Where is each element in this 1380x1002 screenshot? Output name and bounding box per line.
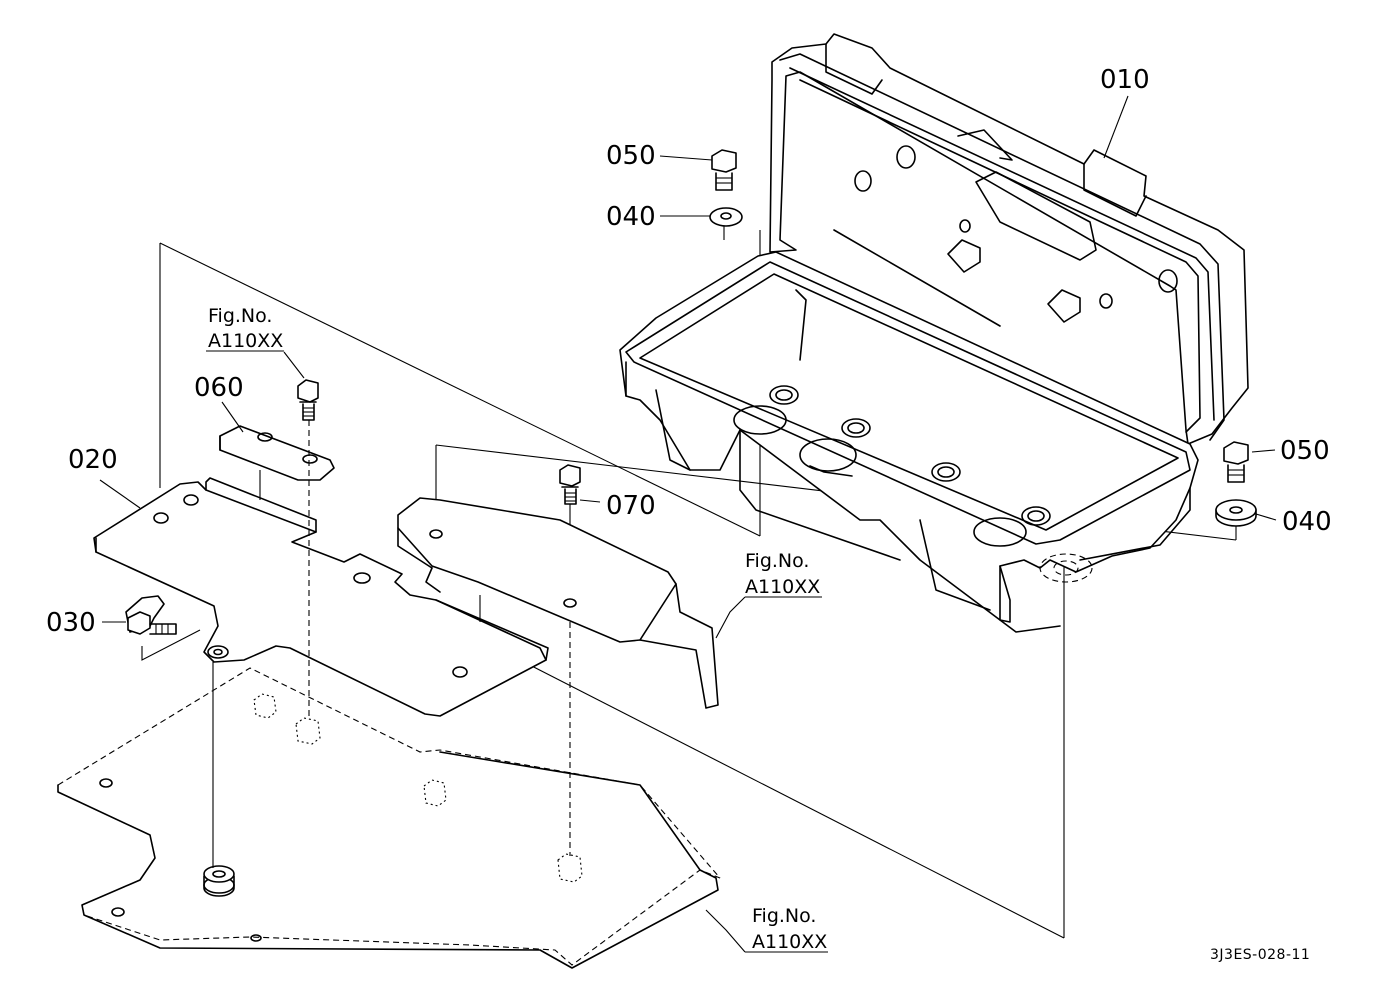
bracket-hole: [452, 666, 468, 678]
floor-hole: [250, 934, 262, 942]
plate-060: [219, 425, 335, 481]
bracket-020: [93, 470, 549, 717]
bracket-hole: [353, 572, 371, 584]
leader-lines: [99, 95, 1277, 953]
floor-plate: [57, 667, 721, 969]
bracket-hole: [207, 645, 229, 659]
bolt-050-right: [1223, 441, 1249, 483]
nut-4: [557, 853, 583, 883]
figure-references: Fig.No. A110XX Fig.No. A110XX Fig.No. A1…: [208, 305, 827, 953]
ref2-line2: A110XX: [745, 576, 820, 598]
ref3-line1: Fig.No.: [752, 905, 816, 927]
label-040-right: 040: [1282, 507, 1332, 537]
drawing-code: 3J3ES-028-11: [1210, 947, 1310, 963]
washer-040-right: [1215, 499, 1257, 527]
label-040-left: 040: [606, 202, 656, 232]
label-070: 070: [606, 491, 656, 521]
washer-040-left: [709, 207, 743, 240]
nut-3: [423, 779, 447, 807]
label-050-left: 050: [606, 141, 656, 171]
ref1-line2: A110XX: [208, 330, 283, 352]
floor-hole: [99, 778, 113, 788]
knob-030: [125, 595, 214, 868]
bracket-hole: [153, 512, 169, 524]
bolt-050-left: [711, 149, 737, 191]
nut-2: [295, 717, 321, 745]
label-050-right: 050: [1280, 436, 1330, 466]
ref2-line1: Fig.No.: [745, 550, 809, 572]
cover-reference-part: [397, 497, 719, 709]
tool-box-010: [619, 33, 1249, 633]
spacer-collar: [203, 865, 235, 897]
ref1-line1: Fig.No.: [208, 305, 272, 327]
floor-hole: [111, 907, 125, 917]
bolt-top-060: [297, 379, 319, 720]
bracket-hole: [183, 494, 199, 506]
part-labels: 010 050 040 050 040 060 020 030 070: [46, 65, 1332, 638]
label-060: 060: [194, 373, 244, 403]
nut-1: [253, 693, 277, 719]
ref3-line2: A110XX: [752, 931, 827, 953]
label-010: 010: [1100, 65, 1150, 95]
floor-nuts: [203, 693, 583, 897]
label-030: 030: [46, 608, 96, 638]
label-020: 020: [68, 445, 118, 475]
